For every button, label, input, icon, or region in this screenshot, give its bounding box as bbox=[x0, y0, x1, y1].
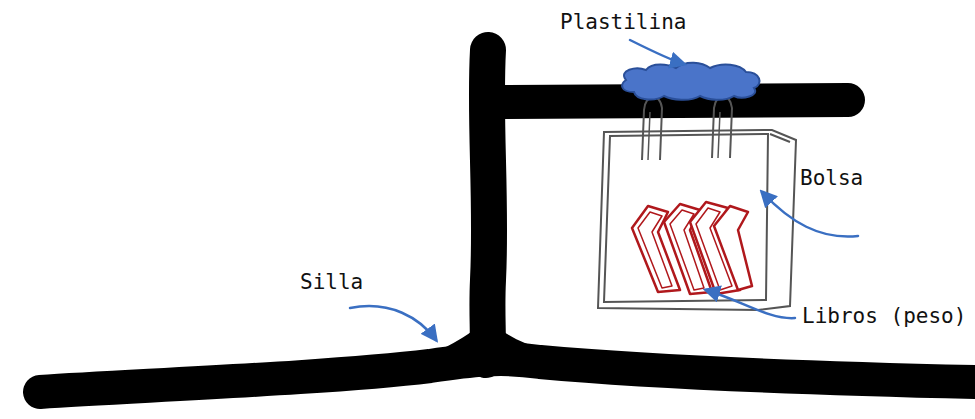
part-label: Plastilina bbox=[560, 10, 686, 35]
leader-plastilina bbox=[630, 40, 684, 64]
leader-libros bbox=[706, 290, 795, 318]
chair-arm bbox=[500, 100, 848, 102]
chair bbox=[40, 50, 975, 392]
bag bbox=[598, 96, 796, 310]
chair-joint bbox=[430, 330, 560, 366]
books bbox=[632, 202, 752, 294]
plasticine-blob bbox=[622, 63, 759, 100]
leader-silla bbox=[350, 306, 436, 340]
leader-bolsa bbox=[762, 192, 858, 237]
part-label: Silla bbox=[300, 270, 363, 295]
part-label: Libros (peso) bbox=[802, 304, 966, 329]
chair-base bbox=[40, 359, 975, 392]
leader-lines bbox=[350, 40, 858, 340]
part-label: Bolsa bbox=[800, 166, 863, 191]
